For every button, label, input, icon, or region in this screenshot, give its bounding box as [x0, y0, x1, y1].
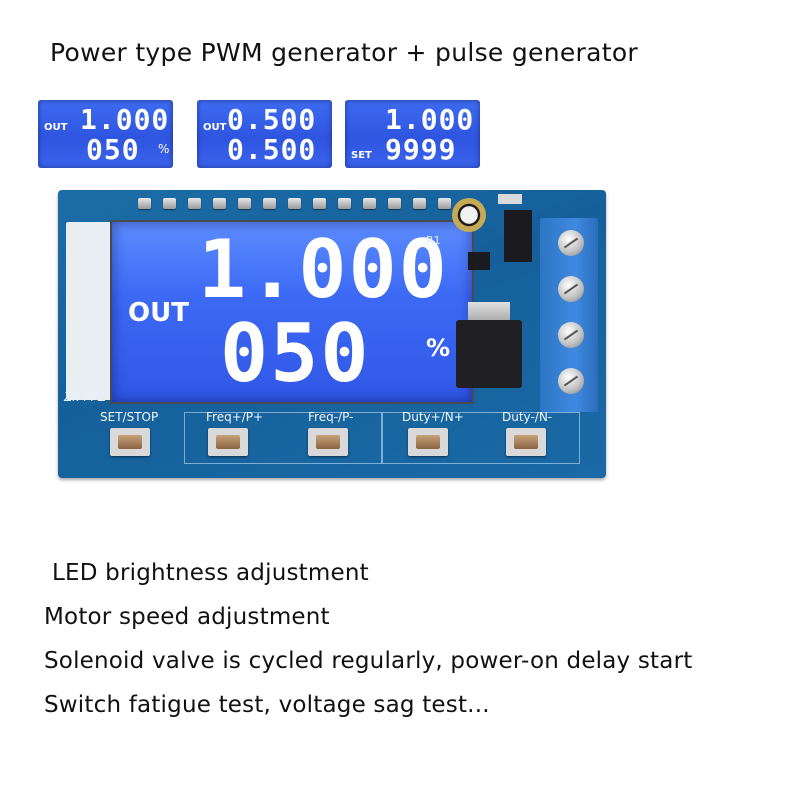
button-label-duty-down: Duty-/N-: [502, 410, 553, 424]
mini-display-2-value2: 0.500: [227, 133, 317, 166]
button-group-frame-1: [184, 412, 382, 464]
diode-component: [504, 210, 532, 262]
freq-down-button[interactable]: [308, 428, 348, 456]
set-stop-button[interactable]: [110, 428, 150, 456]
mini-display-3-value1: 1.000: [385, 103, 475, 136]
electrolytic-capacitor: [452, 198, 486, 232]
mini-display-3: 1.000 SET 9999: [345, 100, 480, 168]
headline: Power type PWM generator + pulse generat…: [50, 38, 638, 67]
mosfet: [456, 320, 522, 388]
mini-display-1-value1: 1.000: [80, 103, 170, 136]
mini-display-1-unit: %: [158, 142, 170, 156]
terminal-screw[interactable]: [558, 322, 584, 348]
terminal-screw[interactable]: [558, 276, 584, 302]
lcd-unit: %: [426, 334, 451, 362]
mini-display-2-label: OUT: [203, 122, 227, 133]
button-group-frame-2: [382, 412, 580, 464]
mini-display-1-value2: 050: [86, 133, 140, 166]
mini-display-3-label: SET: [351, 150, 372, 161]
feature-led: LED brightness adjustment: [52, 560, 369, 586]
terminal-screw[interactable]: [558, 368, 584, 394]
mini-display-2: OUT 0.500 0.500: [197, 100, 332, 168]
button-label-freq-up: Freq+/P+: [206, 410, 264, 424]
terminal-screw[interactable]: [558, 230, 584, 256]
lcd-value-duty: 050: [220, 307, 371, 400]
feature-motor: Motor speed adjustment: [44, 604, 330, 630]
main-lcd: OUT 1.000 050 %: [110, 220, 474, 404]
button-label-duty-up: Duty+/N+: [402, 410, 464, 424]
top-pin-row: [138, 198, 451, 209]
mini-display-2-value1: 0.500: [227, 103, 317, 136]
lcd-out-label: OUT: [128, 298, 189, 328]
lcd-value-frequency: 1.000: [198, 223, 449, 316]
freq-up-button[interactable]: [208, 428, 248, 456]
button-label-set-stop: SET/STOP: [100, 410, 159, 424]
feature-solenoid: Solenoid valve is cycled regularly, powe…: [44, 648, 693, 674]
screw-terminal-block: [540, 218, 598, 412]
smd-resistor: [498, 194, 522, 204]
smd-transistor: [468, 252, 490, 270]
button-label-freq-down: Freq-/P-: [308, 410, 354, 424]
feature-switch: Switch fatigue test, voltage sag test...: [44, 692, 490, 718]
duty-up-button[interactable]: [408, 428, 448, 456]
duty-down-button[interactable]: [506, 428, 546, 456]
pwm-board: OUT 1.000 050 % Zk-PPZ SET/STOP Freq+/P+…: [58, 190, 606, 478]
silk-r1: R1: [426, 234, 441, 247]
mini-display-3-value2: 9999: [385, 133, 457, 166]
mini-display-1: OUT 1.000 050 %: [38, 100, 173, 168]
mini-display-1-label: OUT: [44, 122, 68, 133]
board-model: Zk-PPZ: [64, 390, 107, 404]
